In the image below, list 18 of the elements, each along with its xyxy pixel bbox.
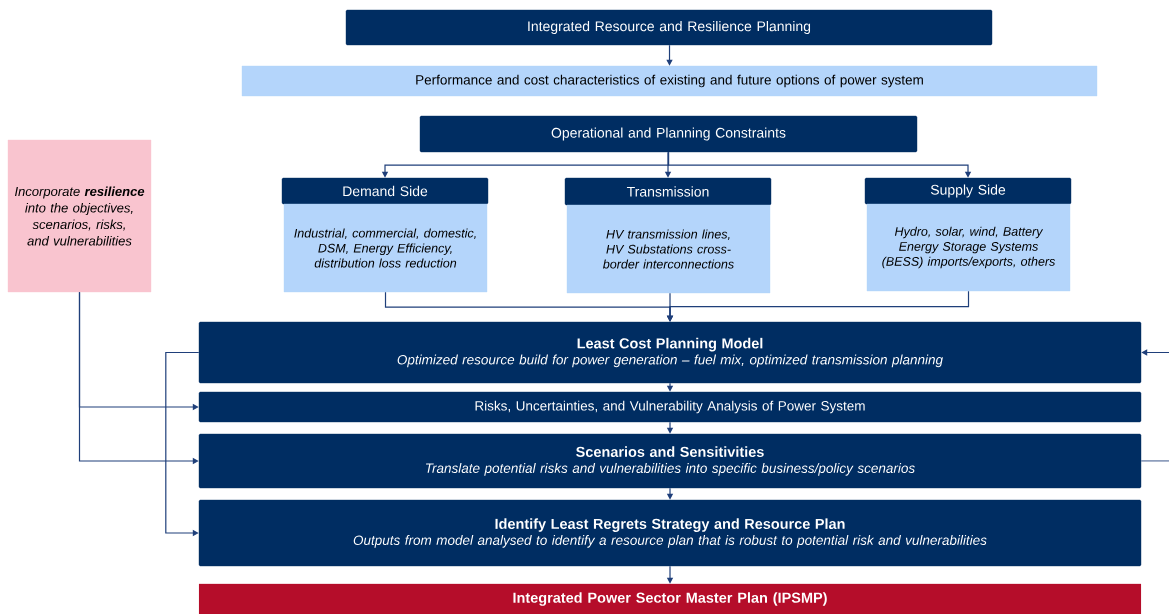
process-box: Identify Least Regrets Strategy and Resource Plan Outputs from model analysed to identify a resource plan that is robust to potential risk and vulnerabilities — [198, 499, 1142, 567]
description-box: HV transmission lines, HV Substations cross- border interconnections — [566, 204, 771, 294]
note-box: Incorporate resilience into the objectives, scenarios, risks, and vulnerabilities — [7, 139, 152, 293]
header-box: Demand Side — [281, 177, 489, 205]
arrow — [1141, 349, 1169, 356]
description-box: Industrial, commercial, domestic, DSM, Energy Efficiency, distribution loss reduction — [283, 203, 488, 293]
result-box: Integrated Power Sector Master Plan (IPSMP) — [198, 583, 1142, 614]
title-box: Operational and Planning Constraints — [419, 115, 918, 153]
title-box: Integrated Resource and Resilience Planning — [345, 9, 993, 46]
description-box: Hydro, solar, wind, Battery Energy Storage Systems (BESS) imports/exports, others — [866, 203, 1071, 292]
header-box: Supply Side — [864, 177, 1072, 205]
arrow — [666, 44, 673, 66]
header-box: Transmission — [564, 177, 772, 206]
process-box: Least Cost Planning Model Optimized resource build for power generation – fuel mix, optimized transmission planning — [198, 321, 1142, 384]
process-box: Scenarios and Sensitivities Translate potential risks and vulnerabilities into specific business/policy scenarios — [198, 433, 1142, 489]
banner-box: Performance and cost characteristics of existing and future options of power system — [241, 65, 1098, 97]
process-box: Risks, Uncertainties, and Vulnerability Analysis of Power System — [198, 391, 1142, 423]
arrow — [667, 151, 972, 178]
